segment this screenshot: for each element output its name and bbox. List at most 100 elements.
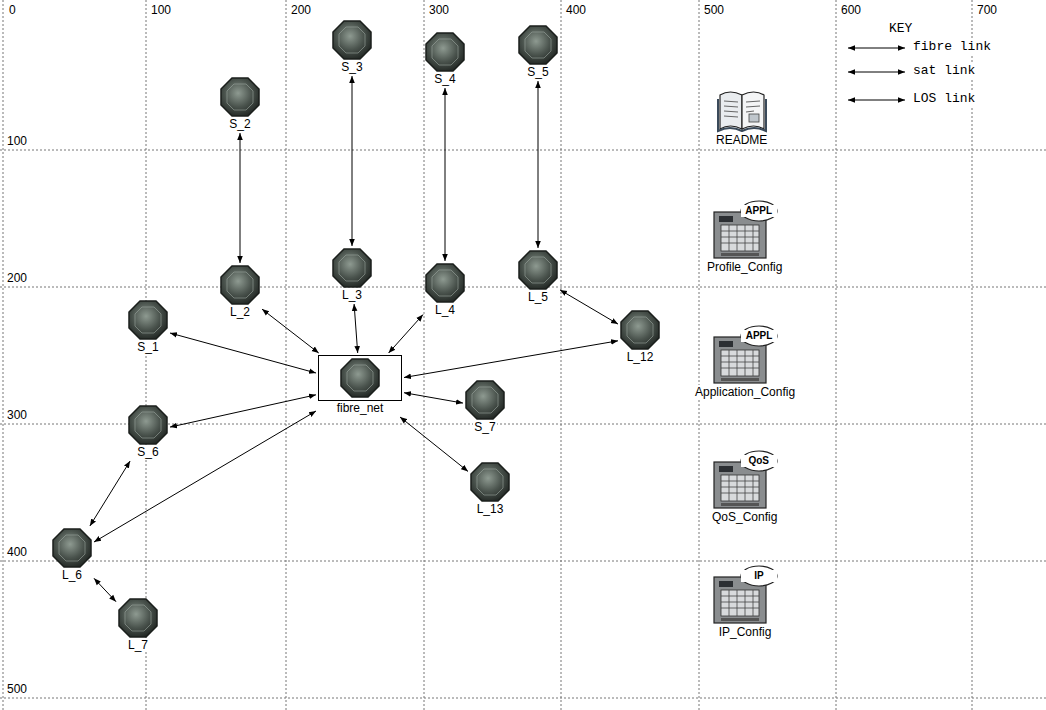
link-connector	[389, 315, 423, 353]
network-node: S_7	[463, 378, 507, 436]
node-label: L_7	[127, 638, 149, 652]
legend-line	[848, 48, 905, 49]
network-node: L_2	[218, 263, 262, 321]
network-node: L_5	[516, 248, 560, 306]
network-node: L_7	[116, 596, 160, 654]
link-connector	[400, 417, 468, 471]
link-connector	[262, 309, 319, 353]
network-node: S_4	[423, 30, 467, 88]
router-icon	[220, 77, 260, 117]
network-node: S_5	[516, 23, 560, 81]
grid-label: 100	[6, 134, 28, 148]
link-connector	[354, 304, 358, 353]
config-node: APPLProfile_Config	[704, 198, 785, 276]
router-icon	[518, 25, 558, 65]
node-label: S_5	[526, 65, 549, 79]
link-connector	[94, 411, 316, 542]
router-icon	[318, 355, 402, 401]
router-icon	[52, 528, 92, 568]
link-connector	[170, 395, 316, 427]
grid-label: 300	[6, 408, 28, 422]
network-node: L_3	[330, 246, 374, 304]
network-node: L_13	[468, 460, 512, 518]
node-label: S_2	[228, 117, 251, 131]
config-icon: APPL	[712, 325, 778, 385]
grid-label: 200	[6, 271, 28, 285]
node-label: fibre_net	[336, 401, 385, 415]
router-icon	[332, 248, 372, 288]
router-icon	[118, 598, 158, 638]
node-label: S_1	[136, 340, 159, 354]
node-label: S_6	[136, 445, 159, 459]
router-icon	[518, 250, 558, 290]
node-label: S_3	[340, 60, 363, 74]
grid-label: 500	[6, 682, 28, 696]
legend-line	[848, 72, 905, 73]
badge-text: APPL	[741, 330, 777, 342]
link-connector	[90, 461, 130, 526]
config-node: APPL Application_Config	[692, 323, 798, 401]
node-label: L_12	[626, 350, 655, 364]
node-label: IP_Config	[718, 625, 773, 639]
network-node: L_12	[618, 308, 662, 366]
config-icon: QoS	[712, 450, 778, 510]
router-icon	[128, 300, 168, 340]
network-node: S_6	[126, 403, 170, 461]
network-node: L_6	[50, 526, 94, 584]
node-label: Application_Config	[694, 385, 796, 399]
router-icon	[470, 462, 510, 502]
node-label: L_4	[434, 303, 456, 317]
grid-label: 700	[976, 3, 998, 17]
node-label: L_3	[341, 288, 363, 302]
link-connector	[404, 393, 463, 403]
grid-label: 100	[150, 3, 172, 17]
grid-label: 600	[840, 3, 862, 17]
grid-label: 400	[565, 3, 587, 17]
link-connector	[94, 578, 116, 601]
config-icon: IP	[712, 565, 778, 625]
router-icon	[332, 20, 372, 60]
grid-label: 0	[8, 3, 17, 17]
badge-text: IP	[741, 570, 777, 582]
config-node: QoS QoS_Config	[709, 448, 780, 526]
router-icon	[425, 32, 465, 72]
link-connector	[170, 333, 316, 373]
grid-label: 500	[703, 3, 725, 17]
badge-text: APPL	[741, 205, 777, 217]
config-node: README	[713, 85, 770, 149]
link-connector	[538, 81, 539, 248]
node-label: L_5	[527, 290, 549, 304]
router-icon	[465, 380, 505, 420]
node-label: L_13	[476, 502, 505, 516]
grid-label: 400	[6, 545, 28, 559]
router-icon	[620, 310, 660, 350]
node-label: S_7	[473, 420, 496, 434]
node-label: L_2	[229, 305, 251, 319]
node-label: S_4	[433, 72, 456, 86]
link-connector	[404, 341, 618, 378]
router-icon	[220, 265, 260, 305]
link-connector	[352, 76, 353, 246]
network-node: S_3	[330, 18, 374, 76]
legend-text: sat link	[912, 64, 976, 78]
node-label: README	[715, 133, 768, 147]
legend-line	[848, 100, 905, 101]
grid-label: 300	[428, 3, 450, 17]
link-connector	[240, 133, 241, 263]
node-label: L_6	[61, 568, 83, 582]
legend-text: LOS link	[912, 92, 976, 106]
config-icon: APPL	[712, 200, 778, 260]
node-label: QoS_Config	[711, 510, 778, 524]
network-node: L_4	[423, 261, 467, 319]
router-icon	[128, 405, 168, 445]
legend-text: fibre link	[912, 40, 992, 54]
network-node: fibre_net	[316, 353, 404, 417]
link-connector	[445, 88, 446, 261]
badge-text: QoS	[741, 455, 777, 467]
network-node: S_1	[126, 298, 170, 356]
network-node: S_2	[218, 75, 262, 133]
legend-title: KEY	[888, 22, 913, 36]
